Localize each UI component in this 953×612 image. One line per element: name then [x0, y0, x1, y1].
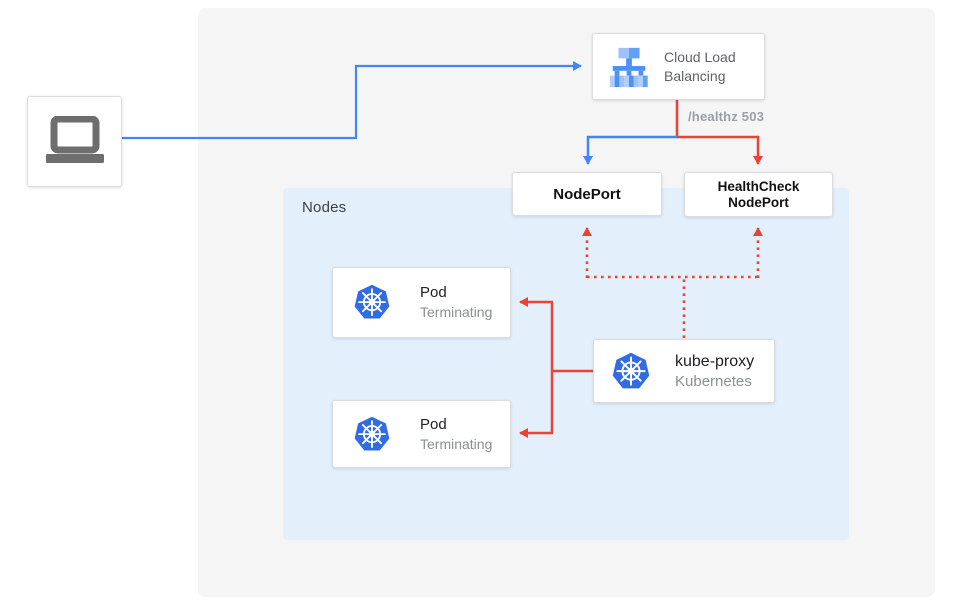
kubernetes-icon [353, 284, 391, 321]
kube-proxy-title: kube-proxy [675, 352, 755, 370]
nodeport-label: NodePort [553, 185, 621, 203]
clb-label-line2: Balancing [664, 67, 726, 84]
healthcheck-label-line2: NodePort [728, 194, 789, 210]
pod1-status: Terminating [420, 304, 493, 320]
healthcheck-nodeport-node: HealthCheck NodePort [684, 172, 833, 217]
cloud-load-balancing-node: Cloud Load Balancing [592, 33, 765, 100]
nodeport-node: NodePort [512, 172, 662, 216]
client-node [27, 96, 122, 187]
kube-proxy-subtitle: Kubernetes [675, 372, 752, 390]
pod2-title: Pod [420, 415, 447, 433]
pod-node-1: Pod Terminating [332, 267, 511, 338]
kubernetes-icon [611, 352, 651, 391]
kubernetes-icon [353, 416, 391, 453]
laptop-icon [43, 115, 107, 168]
healthz-status-label: /healthz 503 [688, 109, 765, 124]
pod1-title: Pod [420, 284, 447, 301]
pod-node-2: Pod Terminating [332, 400, 511, 468]
healthcheck-label-line1: HealthCheck [717, 178, 800, 194]
kube-proxy-node: kube-proxy Kubernetes [593, 339, 775, 403]
clb-label-line1: Cloud Load [664, 48, 736, 65]
nodes-group-label: Nodes [302, 199, 347, 216]
pod2-status: Terminating [420, 435, 493, 452]
cloud-load-balancing-icon [606, 45, 652, 89]
